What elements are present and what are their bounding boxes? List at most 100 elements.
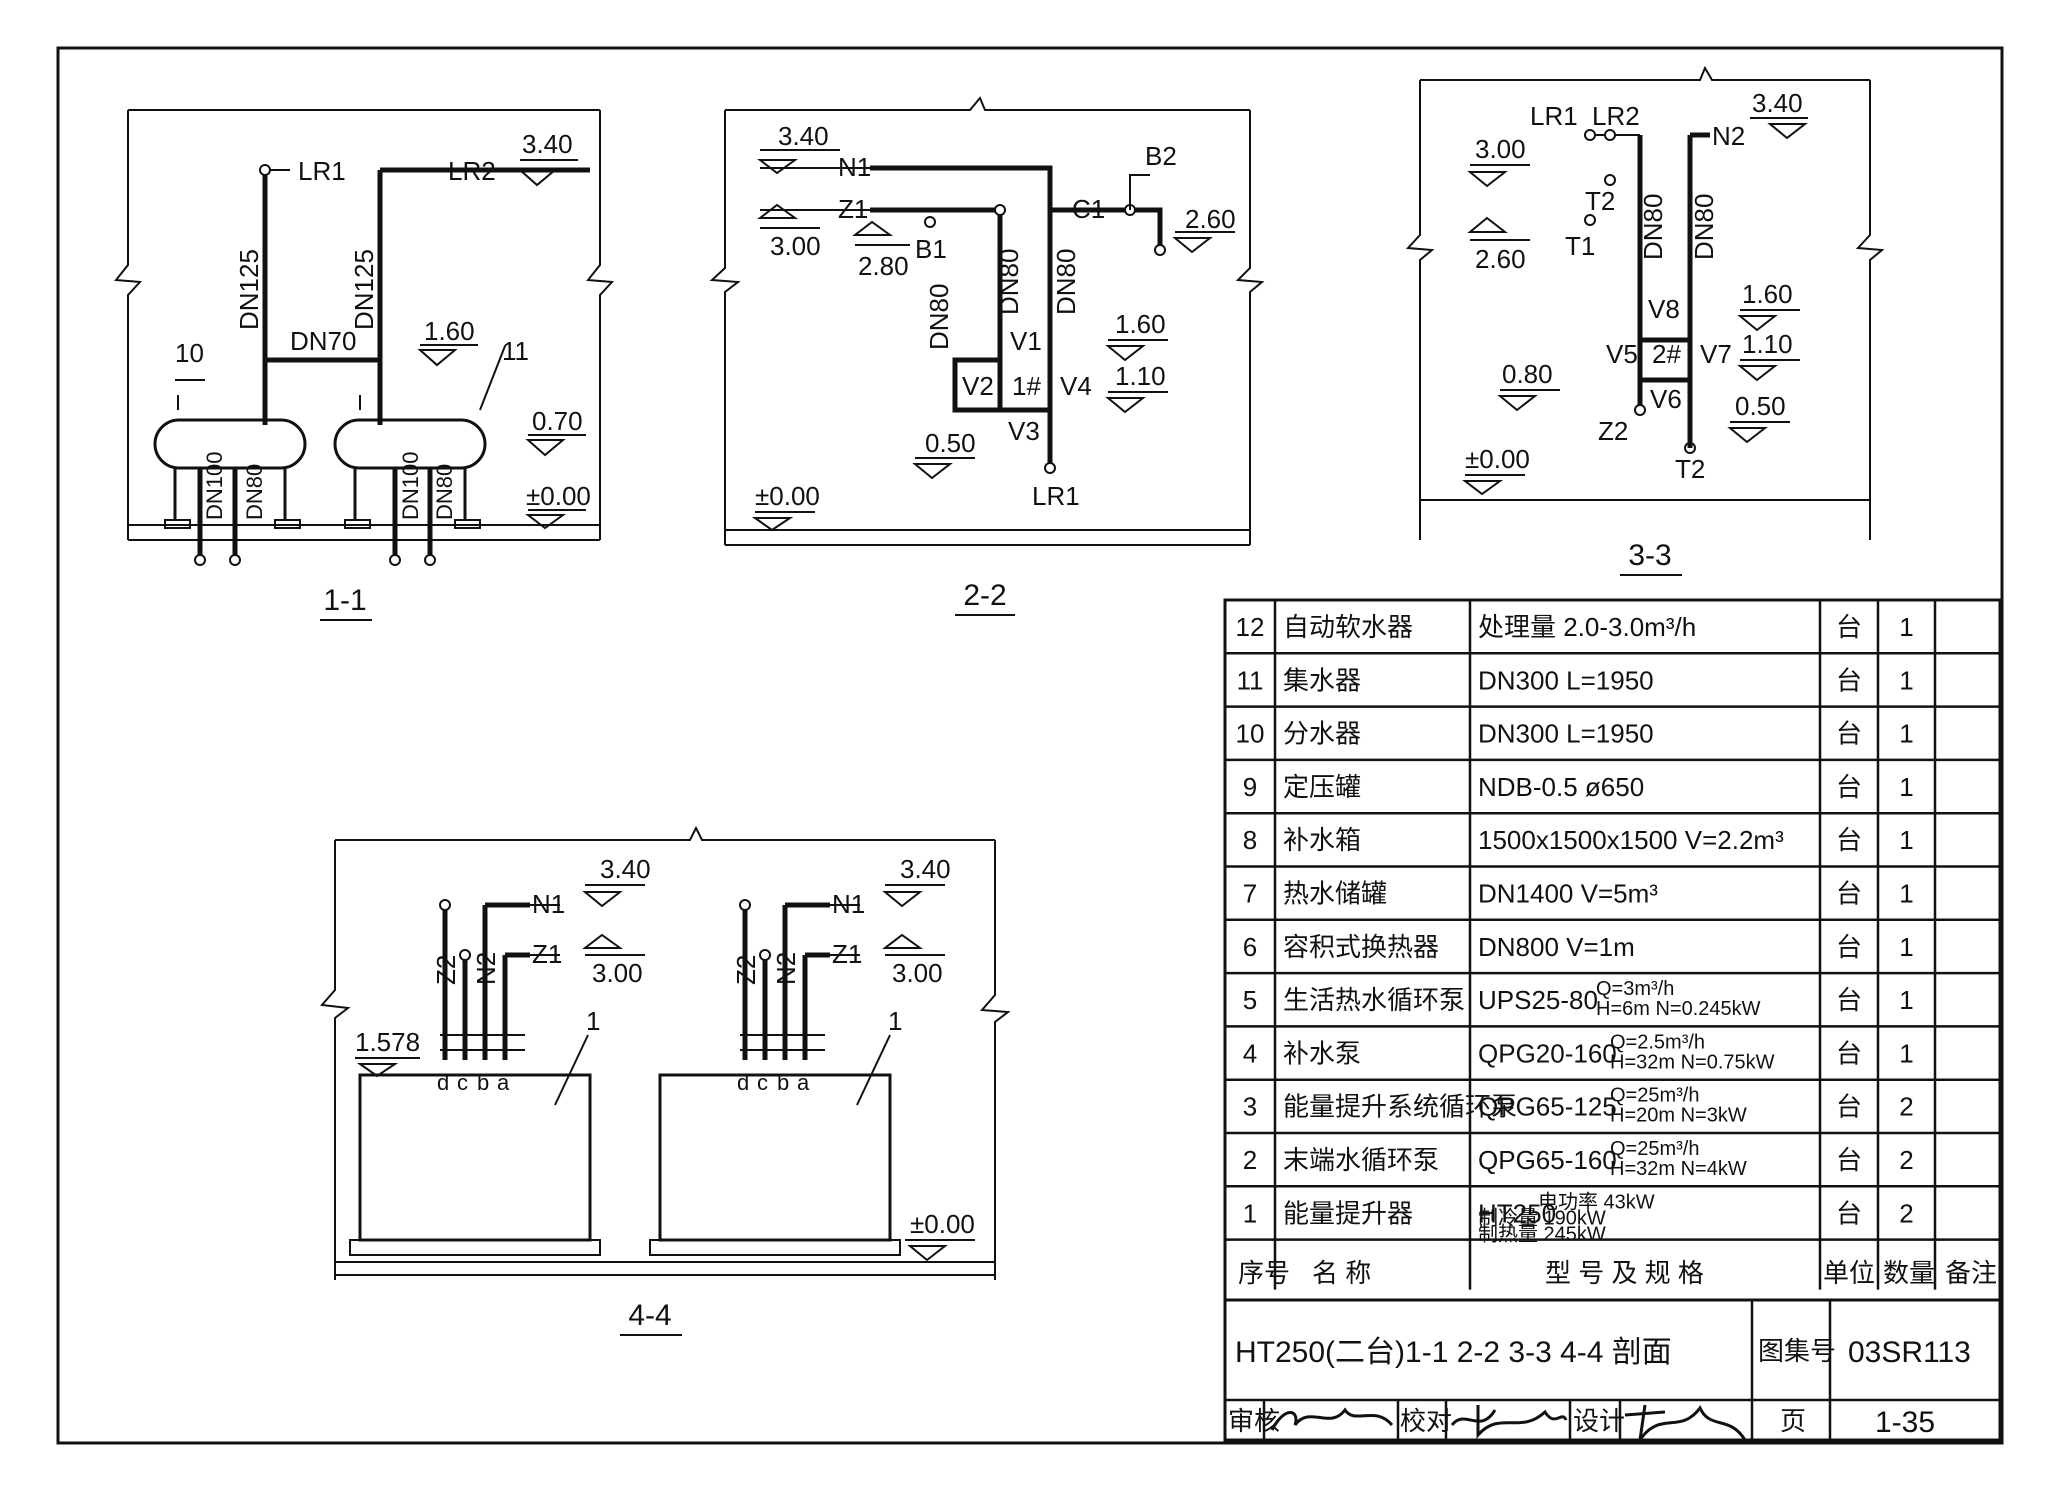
row-number: 5 xyxy=(1243,985,1257,1015)
atlas-label: 图集号 xyxy=(1758,1336,1836,1366)
svg-text:2.80: 2.80 xyxy=(858,251,909,281)
row-number: 3 xyxy=(1243,1092,1257,1122)
row-name: 补水箱 xyxy=(1283,825,1361,855)
svg-text:±0.00: ±0.00 xyxy=(526,481,591,511)
s44-label-z1-right: Z1 xyxy=(832,939,862,969)
row-number: 7 xyxy=(1243,879,1257,909)
section-caption-3-3: 3-3 xyxy=(1628,539,1671,572)
elevation-mark: 3.00 xyxy=(1467,134,1530,188)
section-3-3: LR1 LR2 N2 T2 T1 DN80 DN80 V8 V5 2# V7 V… xyxy=(1405,65,1885,576)
svg-text:1.10: 1.10 xyxy=(1115,361,1166,391)
elevation-mark: 1.10 xyxy=(1737,329,1800,382)
svg-text:3.00: 3.00 xyxy=(1475,134,1526,164)
s44-conn-b-left: b xyxy=(477,1070,489,1095)
review-signature xyxy=(1270,1407,1394,1431)
section-caption-2-2: 2-2 xyxy=(963,579,1006,612)
row-spec-detail: Q=25m³/h xyxy=(1610,1085,1699,1107)
s44-conn-a-right: a xyxy=(797,1070,810,1095)
elevation-mark: 1.60 xyxy=(1737,279,1800,332)
check-signature xyxy=(1450,1405,1568,1439)
row-name: 热水储罐 xyxy=(1283,879,1387,909)
row-spec: 1500x1500x1500 V=2.2m³ xyxy=(1478,825,1784,855)
row-unit: 台 xyxy=(1836,1092,1862,1122)
row-spec: DN300 L=1950 xyxy=(1478,719,1654,749)
heat-pump-unit-right xyxy=(658,1073,892,1242)
s44-label-n1-right: N1 xyxy=(832,889,865,919)
row-number: 10 xyxy=(1236,719,1265,749)
elevation-mark: 2.60 xyxy=(1467,216,1530,274)
s22-label-n1: N1 xyxy=(838,152,871,182)
row-name: 能量提升系统循环泵 xyxy=(1283,1092,1517,1122)
sheet-border xyxy=(56,46,2004,1445)
s22-label-v1: V1 xyxy=(1010,326,1042,356)
header-no: 序号 xyxy=(1238,1258,1290,1288)
elevation-mark: ±0.00 xyxy=(525,481,591,530)
header-name: 名 称 xyxy=(1312,1258,1371,1288)
s22-label-z1: Z1 xyxy=(838,194,868,224)
elevation-mark: ±0.00 xyxy=(1462,444,1530,496)
s33-label-dn80-a: DN80 xyxy=(1638,194,1668,260)
elevation-mark: 0.50 xyxy=(1727,391,1790,444)
s22-label-v4: V4 xyxy=(1060,371,1092,401)
row-spec-detail: H=32m N=0.75kW xyxy=(1610,1051,1775,1073)
section-2-2: N1 Z1 B1 B2 C1 DN80 DN80 DN80 V1 V2 1# V… xyxy=(709,96,1265,616)
row-name: 自动软水器 xyxy=(1283,612,1413,642)
collector-vessel xyxy=(333,418,487,470)
row-name: 能量提升器 xyxy=(1283,1198,1413,1228)
svg-text:0.70: 0.70 xyxy=(532,406,583,436)
s44-label-n1-left: N1 xyxy=(532,889,565,919)
check-label: 校对 xyxy=(1400,1406,1452,1436)
svg-text:0.50: 0.50 xyxy=(1735,391,1786,421)
elevation-mark: 3.40 xyxy=(757,121,840,175)
row-spec: NDB-0.5 ø650 xyxy=(1478,772,1644,802)
s33-label-t1: T1 xyxy=(1565,231,1595,261)
elevation-mark: 3.00 xyxy=(882,933,945,988)
s11-label-dn100-b: DN100 xyxy=(398,452,423,520)
row-qty: 1 xyxy=(1899,665,1913,695)
svg-text:0.80: 0.80 xyxy=(1502,359,1553,389)
row-number: 4 xyxy=(1243,1038,1257,1068)
row-name: 容积式换热器 xyxy=(1283,932,1439,962)
s33-label-v8: V8 xyxy=(1648,294,1680,324)
s33-label-v6: V6 xyxy=(1650,384,1682,414)
row-qty: 1 xyxy=(1899,932,1913,962)
row-unit: 台 xyxy=(1836,1198,1862,1228)
s22-label-dn80-b: DN80 xyxy=(994,249,1024,315)
elevation-mark: 1.578 xyxy=(355,1027,420,1078)
s22-label-dn80-c: DN80 xyxy=(1051,249,1081,315)
s11-label-dn80-a: DN80 xyxy=(242,464,267,520)
row-spec-detail: Q=25m³/h xyxy=(1610,1138,1699,1160)
row-name: 末端水循环泵 xyxy=(1283,1145,1439,1175)
row-spec: QPG65-160 xyxy=(1478,1145,1617,1175)
svg-text:2.60: 2.60 xyxy=(1475,244,1526,274)
row-qty: 2 xyxy=(1899,1198,1913,1228)
row-name: 生活热水循环泵 xyxy=(1283,985,1465,1015)
row-unit: 台 xyxy=(1836,1038,1862,1068)
svg-text:3.40: 3.40 xyxy=(778,121,829,151)
svg-text:1.60: 1.60 xyxy=(1742,279,1793,309)
svg-text:±0.00: ±0.00 xyxy=(755,481,820,511)
svg-text:±0.00: ±0.00 xyxy=(910,1209,975,1239)
s11-label-dn70: DN70 xyxy=(290,326,356,356)
elevation-mark: 3.40 xyxy=(517,129,578,187)
section-caption-4-4: 4-4 xyxy=(628,1299,671,1332)
header-unit: 单位 xyxy=(1823,1258,1875,1288)
row-number: 6 xyxy=(1243,932,1257,962)
row-spec-detail: 制热量 245kW xyxy=(1478,1222,1606,1245)
svg-text:3.40: 3.40 xyxy=(900,854,951,884)
section-4-4: N1 Z1 Z2 N2 N1 Z1 Z2 N2 1 1 d c b a d c … xyxy=(320,825,1011,1336)
row-spec-detail: 制冷量 190kW xyxy=(1478,1206,1606,1229)
elevation-mark: 1.60 xyxy=(1105,309,1168,362)
s22-label-b1: B1 xyxy=(915,234,947,264)
s22-label-v2: V2 xyxy=(962,371,994,401)
elevation-mark: 0.50 xyxy=(912,428,976,480)
s44-label-z2-right: Z2 xyxy=(731,955,761,985)
section-1-1: LR1 LR2 DN125 DN125 DN70 10 11 DN100 DN8… xyxy=(114,109,615,621)
